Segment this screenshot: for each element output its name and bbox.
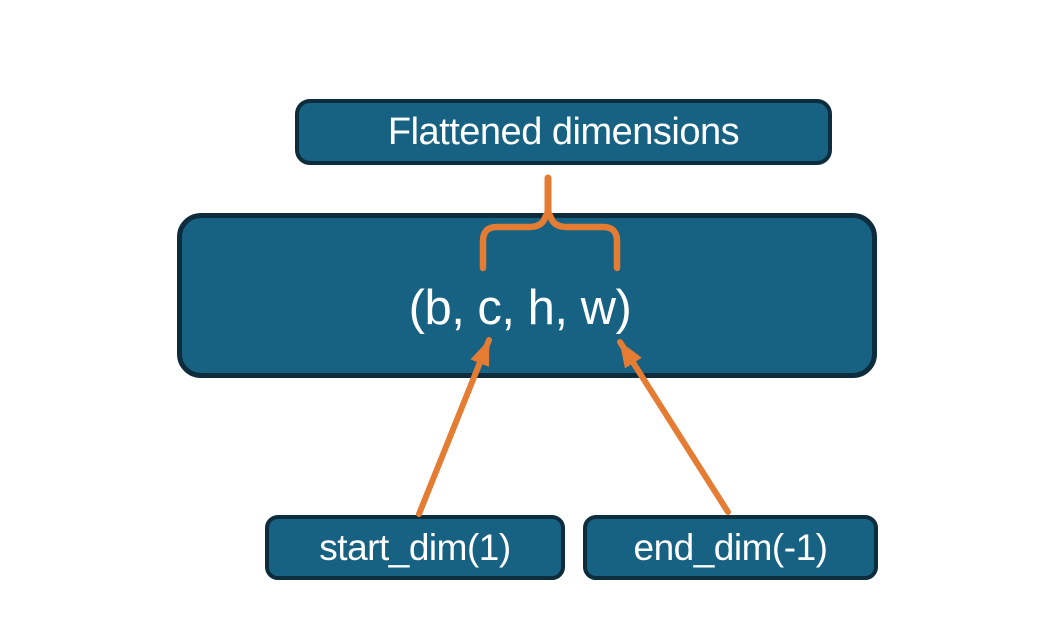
start-dim-label: start_dim(1) bbox=[319, 526, 511, 568]
tensor-shape-label: (b, c, h, w) bbox=[408, 281, 632, 335]
start-dim-box: start_dim(1) bbox=[265, 515, 565, 580]
flattened-dimensions-box: Flattened dimensions bbox=[295, 99, 832, 165]
end-dim-label: end_dim(-1) bbox=[633, 526, 828, 568]
flattened-dimensions-label: Flattened dimensions bbox=[387, 110, 740, 153]
end-dim-box: end_dim(-1) bbox=[583, 515, 878, 580]
tensor-shape-box: (b, c, h, w) bbox=[177, 213, 877, 378]
